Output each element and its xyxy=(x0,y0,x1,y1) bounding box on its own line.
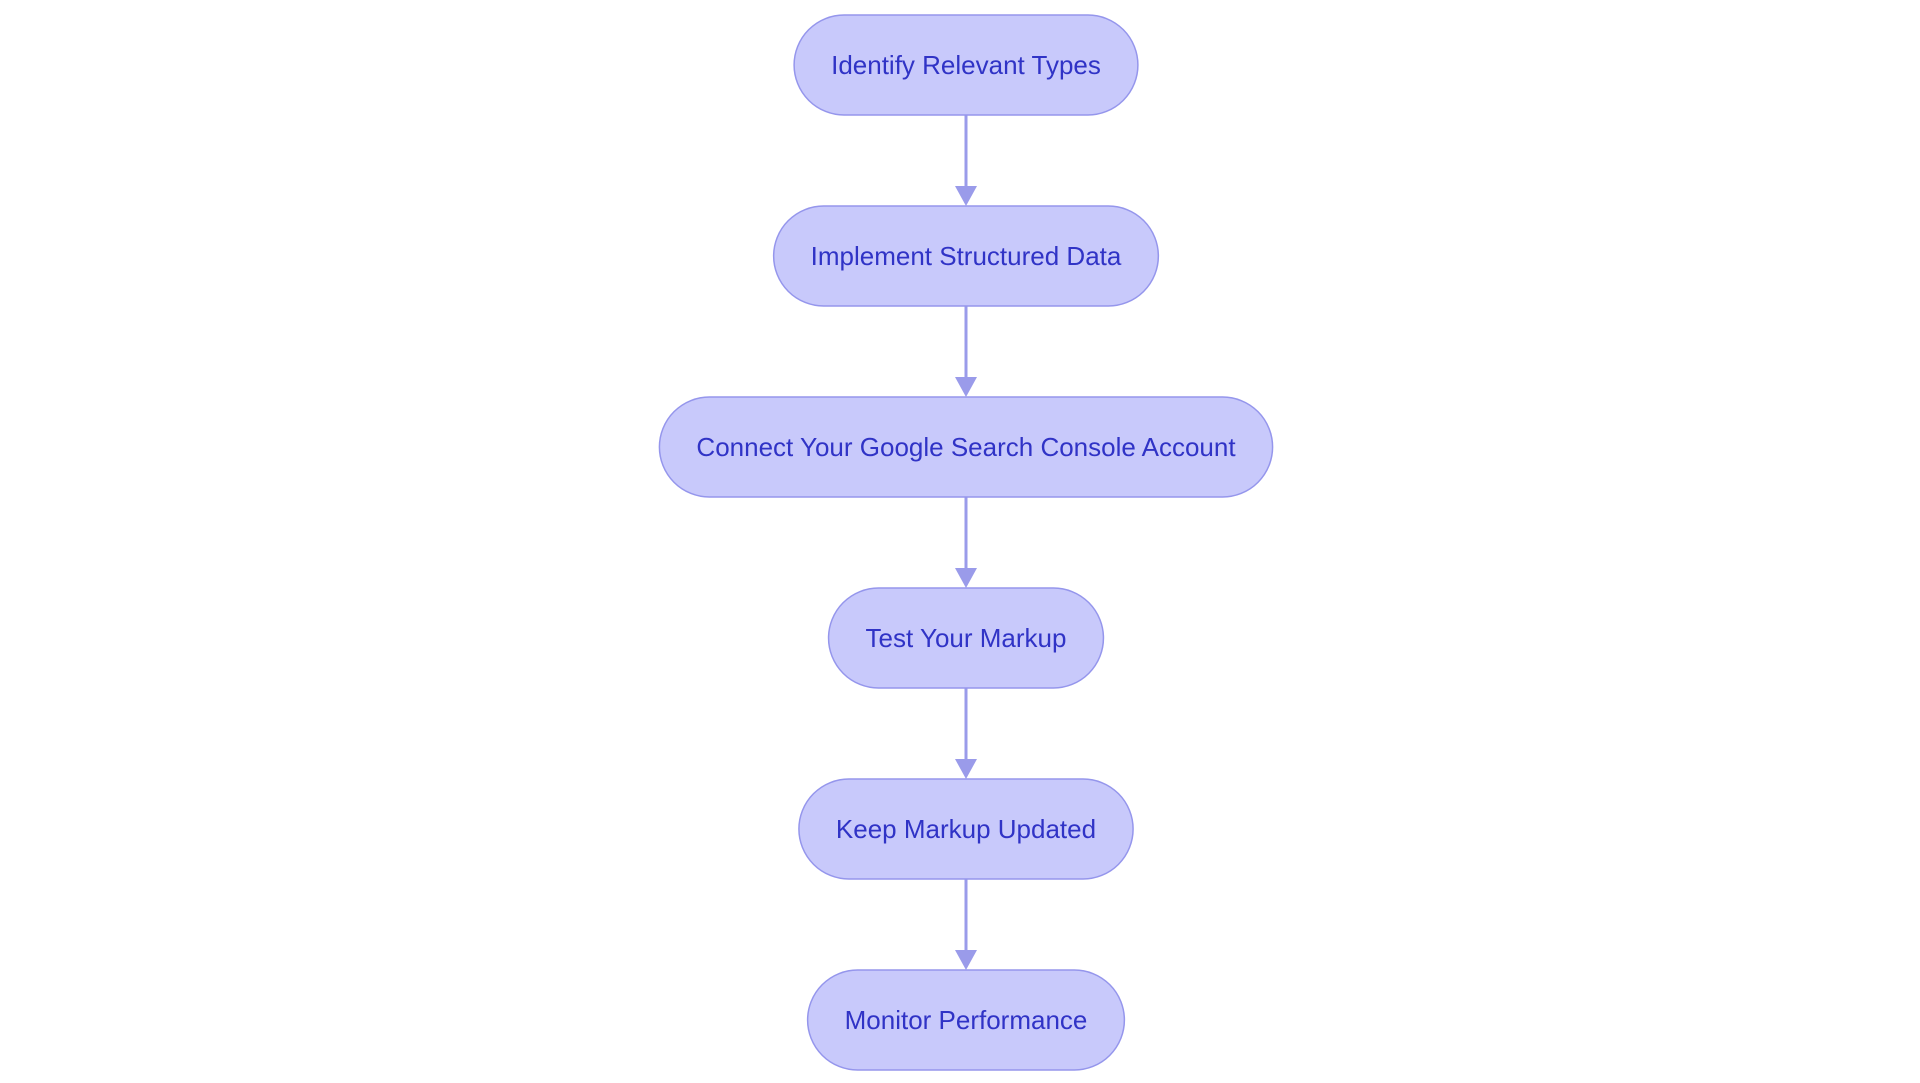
flow-node-shape xyxy=(827,587,1105,689)
flow-node-connect: Connect Your Google Search Console Accou… xyxy=(658,396,1274,498)
flow-node-test: Test Your Markup xyxy=(827,587,1105,689)
flow-node-shape xyxy=(772,205,1160,307)
edges-layer xyxy=(955,115,977,970)
arrowhead-icon xyxy=(955,377,977,397)
flow-edge-identify-to-implement xyxy=(955,115,977,206)
flow-node-label: Implement Structured Data xyxy=(811,241,1122,271)
flow-node-keep: Keep Markup Updated xyxy=(798,778,1134,880)
flow-node-implement: Implement Structured Data xyxy=(772,205,1160,307)
flow-node-identify: Identify Relevant Types xyxy=(793,14,1139,116)
flow-node-shape xyxy=(806,969,1126,1071)
flow-node-label: Identify Relevant Types xyxy=(831,50,1101,80)
arrowhead-icon xyxy=(955,950,977,970)
flow-node-monitor: Monitor Performance xyxy=(806,969,1126,1071)
flow-node-shape xyxy=(793,14,1139,116)
flow-node-label: Keep Markup Updated xyxy=(836,814,1096,844)
flow-node-shape xyxy=(658,396,1274,498)
arrowhead-icon xyxy=(955,568,977,588)
flow-node-label: Monitor Performance xyxy=(845,1005,1088,1035)
flow-node-shape xyxy=(798,778,1134,880)
flow-node-label: Test Your Markup xyxy=(866,623,1067,653)
flow-edge-connect-to-test xyxy=(955,497,977,588)
flow-edge-test-to-keep xyxy=(955,688,977,779)
flow-node-label: Connect Your Google Search Console Accou… xyxy=(696,432,1236,462)
flow-edge-keep-to-monitor xyxy=(955,879,977,970)
arrowhead-icon xyxy=(955,759,977,779)
flow-edge-implement-to-connect xyxy=(955,306,977,397)
arrowhead-icon xyxy=(955,186,977,206)
